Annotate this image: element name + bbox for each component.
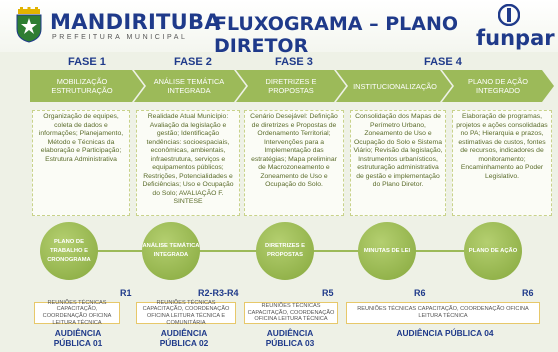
phase-1-description: Organização de equipes, coleta de dados … xyxy=(32,110,130,216)
phase-2-chevron xyxy=(134,70,246,102)
meeting-box-1-text: REUNIÕES TÉCNICAS CAPACITAÇÃO, COORDENAÇ… xyxy=(42,299,112,326)
phase-4b-chevron-text: PLANO DE AÇÃO INTEGRADO xyxy=(468,77,528,95)
public-hearing-3: AUDIÊNCIA PÚBLICA 03 xyxy=(265,328,315,348)
meeting-box-4-text: REUNIÕES TÉCNICAS CAPACITAÇÃO, COORDENAÇ… xyxy=(357,306,529,319)
meeting-box-2: REUNIÕES TÉCNICAS CAPACITAÇÃO, COORDENAÇ… xyxy=(136,299,236,326)
milestone-circle-1: PLANO DE TRABALHO E CRONOGRAMA xyxy=(40,222,98,280)
milestone-3-deliverable: R5 xyxy=(322,288,334,298)
phase-4a-chevron-text: INSTITUCIONALIZAÇÃO xyxy=(353,81,437,91)
meeting-box-1: REUNIÕES TÉCNICAS CAPACITAÇÃO, COORDENAÇ… xyxy=(34,299,120,326)
header-bar: MANDIRITUBA PREFEITURA MUNICIPAL FLUXOGR… xyxy=(0,0,558,57)
phase-4a-description: Consolidação dos Mapas de Perímetro Urba… xyxy=(350,110,446,216)
meeting-box-4: REUNIÕES TÉCNICAS CAPACITAÇÃO, COORDENAÇ… xyxy=(346,302,540,324)
phase-1-label: FASE 1 xyxy=(68,56,106,68)
brand-subtitle: PREFEITURA MUNICIPAL xyxy=(52,34,188,41)
municipal-crest-icon xyxy=(16,7,42,43)
phase-4-label: FASE 4 xyxy=(424,56,462,68)
phase-2-label: FASE 2 xyxy=(174,56,212,68)
milestone-circle-2: ANÁLISE TEMÁTICA INTEGRADA xyxy=(142,222,200,280)
milestone-4-deliverable: R6 xyxy=(414,288,426,298)
phase-1-chevron xyxy=(30,70,144,102)
milestone-circle-4: MINUTAS DE LEI xyxy=(358,222,416,280)
meeting-box-2-text: REUNIÕES TÉCNICAS CAPACITAÇÃO, COORDENAÇ… xyxy=(142,299,230,326)
public-hearing-1: AUDIÊNCIA PÚBLICA 01 xyxy=(53,328,103,348)
page-title: FLUXOGRAMA – PLANO DIRETOR xyxy=(214,13,459,57)
public-hearing-4: AUDIÊNCIA PÚBLICA 04 xyxy=(396,328,494,338)
phase-2-description: Realidade Atual Município: Avaliação da … xyxy=(136,110,240,216)
phase-3-chevron xyxy=(236,70,346,102)
milestone-circle-5: PLANO DE AÇÃO xyxy=(464,222,522,280)
meeting-box-3-text: REUNIÕES TÉCNICAS CAPACITAÇÃO, COORDENAÇ… xyxy=(247,303,335,323)
phase-3-description: Cenário Desejável: Definição de diretriz… xyxy=(244,110,344,216)
milestone-1-deliverable: R1 xyxy=(120,288,132,298)
funpar-logo-icon xyxy=(498,4,520,26)
partner-logo-text: funpar xyxy=(476,26,555,50)
milestone-circle-3: DIRETRIZES E PROPOSTAS xyxy=(256,222,314,280)
phase-4a-chevron xyxy=(336,70,452,102)
phase-3-chevron-text: DIRETRIZES E PROPOSTAS xyxy=(265,77,317,95)
phase-2-chevron-text: ANÁLISE TEMÁTICA INTEGRADA xyxy=(153,77,225,95)
phase-4b-chevron xyxy=(442,70,554,102)
milestone-2-deliverable: R2-R3-R4 xyxy=(198,288,239,298)
public-hearing-2: AUDIÊNCIA PÚBLICA 02 xyxy=(159,328,209,348)
meeting-box-3: REUNIÕES TÉCNICAS CAPACITAÇÃO, COORDENAÇ… xyxy=(244,302,338,324)
phase-1-chevron-text: MOBILIZAÇÃO ESTRUTURAÇÃO xyxy=(51,77,113,95)
phase-3-label: FASE 3 xyxy=(275,56,313,68)
milestone-5-deliverable: R6 xyxy=(522,288,534,298)
phase-4b-description: Elaboração de programas, projetos e açõe… xyxy=(452,110,552,216)
brand-name: MANDIRITUBA xyxy=(50,10,221,34)
